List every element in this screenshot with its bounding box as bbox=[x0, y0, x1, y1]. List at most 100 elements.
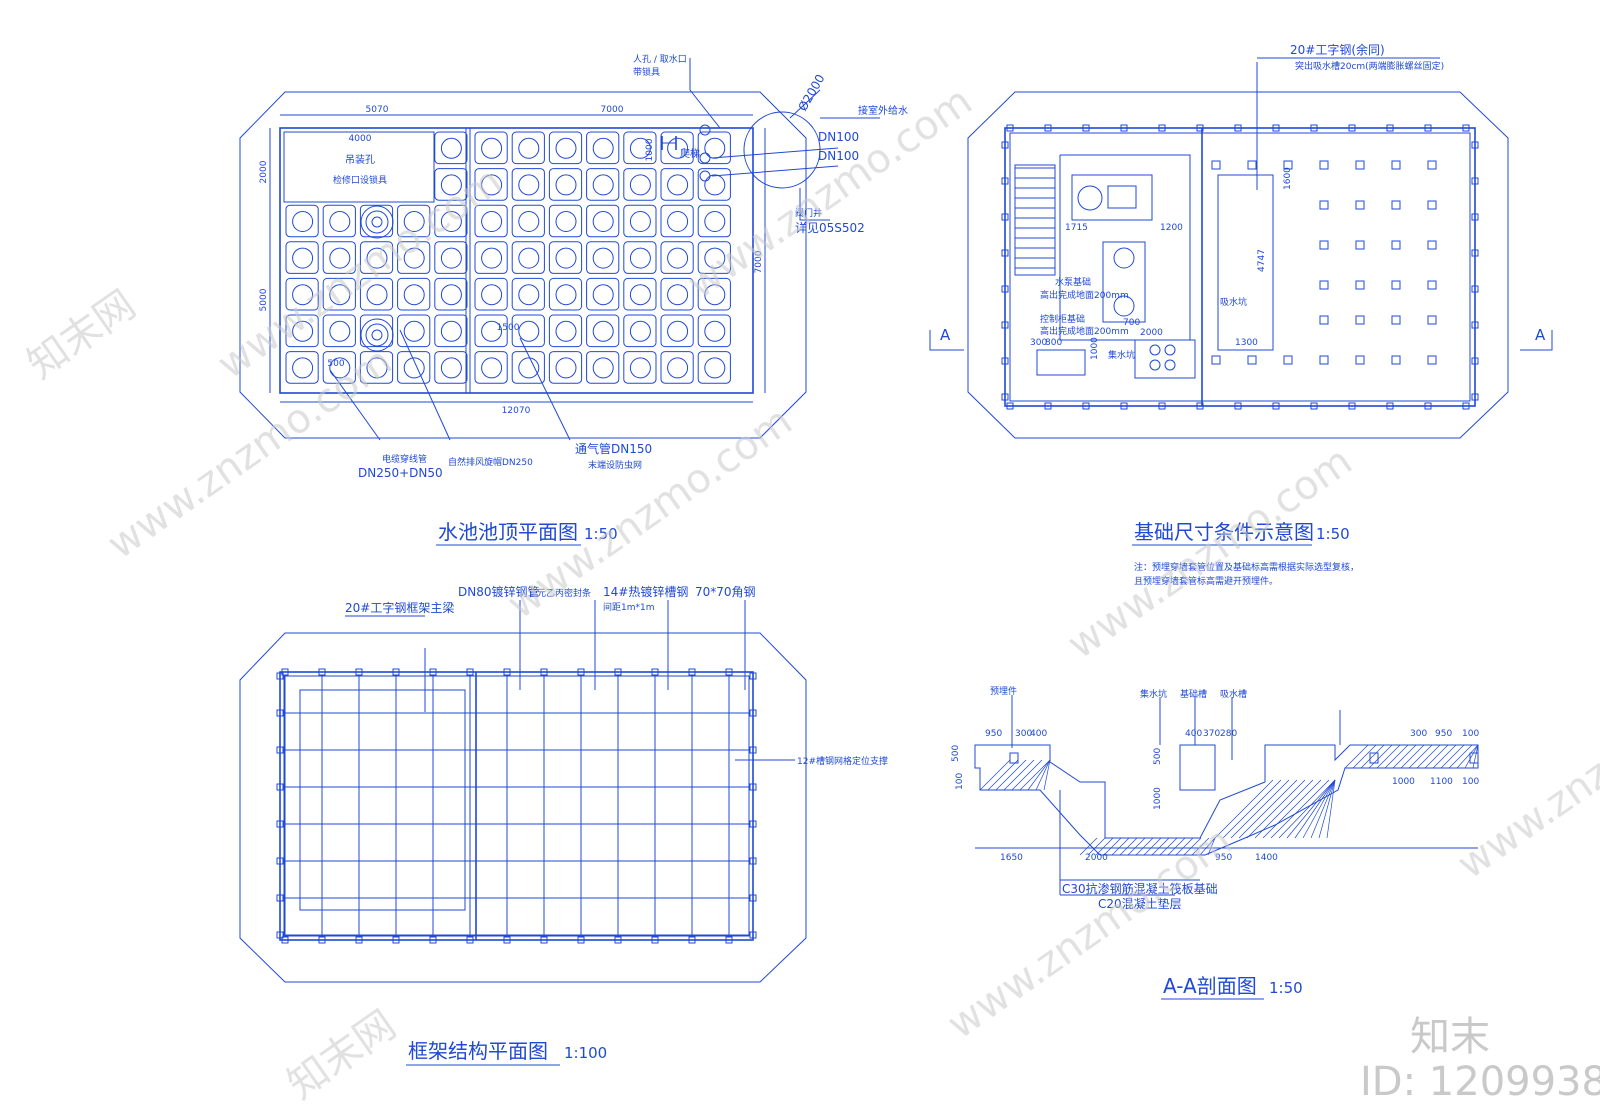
support-pad bbox=[1355, 280, 1365, 290]
pool-cell bbox=[548, 351, 583, 384]
pool-cell bbox=[586, 241, 620, 274]
pool-cell bbox=[474, 168, 508, 201]
pool-cell bbox=[623, 168, 657, 201]
pool-cell bbox=[548, 314, 583, 348]
pool-cell bbox=[434, 314, 468, 348]
sump-pit-label: 集水坑 bbox=[1140, 688, 1167, 700]
pump-base-label: 水泵基础 bbox=[1055, 276, 1091, 288]
section-scale: 1:50 bbox=[1269, 979, 1303, 997]
support-pad bbox=[1391, 160, 1401, 170]
support-pad bbox=[1355, 355, 1365, 365]
valve-pit-circle bbox=[743, 111, 821, 189]
pool-cell-grid bbox=[285, 131, 731, 384]
foundation-plan: A A 20#工字钢(余同) 突出吸水槽20cm(两端膨胀螺丝固定) 水泵基础 … bbox=[929, 42, 1553, 587]
pool-cell bbox=[511, 241, 545, 274]
pool-cell bbox=[511, 277, 545, 311]
pool-cell bbox=[660, 131, 694, 165]
dim-1300: 1300 bbox=[1235, 338, 1258, 348]
support-label: 12#槽钢网格定位支撑 bbox=[797, 755, 888, 767]
support-pad bbox=[1355, 200, 1365, 210]
pool-cell bbox=[586, 277, 620, 311]
support-pad bbox=[1391, 200, 1401, 210]
foundation-frame bbox=[1004, 127, 1476, 407]
sec-dim-400b: 400 bbox=[1185, 729, 1202, 739]
section-mark-right: A bbox=[1535, 326, 1546, 344]
manhole-icon bbox=[699, 124, 711, 136]
section-hatch bbox=[979, 744, 1479, 856]
pool-cell bbox=[697, 351, 731, 384]
frame-outline bbox=[239, 632, 807, 983]
sec-dim-950b: 950 bbox=[1435, 729, 1452, 739]
pool-roof-title: 水池池顶平面图 bbox=[438, 520, 578, 544]
support-pad bbox=[1355, 240, 1365, 250]
support-pad bbox=[1319, 315, 1329, 325]
sec-dim-400: 400 bbox=[1030, 729, 1047, 739]
support-pad bbox=[1391, 355, 1401, 365]
pool-cell bbox=[697, 204, 731, 238]
support-pad bbox=[1427, 280, 1437, 290]
ctrl-base-height: 高出完成地面200mm bbox=[1040, 325, 1129, 337]
support-pad bbox=[1391, 315, 1401, 325]
foundation-note-1: 注：预埋穿墙套管位置及基础标高需根据实际选型复核， bbox=[1134, 561, 1359, 573]
dim-1200: 1200 bbox=[1160, 223, 1183, 233]
c20-label: C20混凝土垫层 bbox=[1098, 896, 1182, 911]
sec-dim-300: 300 bbox=[1015, 729, 1032, 739]
support-pad bbox=[1319, 355, 1329, 365]
pool-cell bbox=[660, 204, 694, 238]
pool-cell bbox=[548, 241, 583, 274]
frame-plan: 20#工字钢框架主梁 DN80镀锌钢管 三元乙丙密封条 14#热镀锌槽钢 间距1… bbox=[239, 584, 888, 1066]
pool-cell bbox=[697, 241, 731, 274]
manhole-icon bbox=[699, 170, 711, 182]
sec-dim-1650: 1650 bbox=[1000, 853, 1023, 863]
hoist-hatch-box bbox=[283, 131, 435, 203]
pool-cell bbox=[434, 351, 468, 384]
diameter-label: Ø2000 bbox=[795, 72, 827, 114]
pool-cell bbox=[474, 131, 508, 165]
sec-dim-950: 950 bbox=[985, 729, 1002, 739]
support-pad bbox=[1247, 355, 1257, 365]
dim-12070: 12070 bbox=[502, 406, 531, 416]
pump-base-2 bbox=[1102, 241, 1146, 323]
main-beam-label: 20#工字钢框架主梁 bbox=[345, 600, 454, 615]
support-pad bbox=[1391, 280, 1401, 290]
ibeam-note-2: 突出吸水槽20cm(两端膨胀螺丝固定) bbox=[1295, 60, 1444, 72]
dn100-a-label: DN100 bbox=[818, 130, 859, 144]
channel14-label: 14#热镀锌槽钢 bbox=[603, 585, 688, 599]
natural-vent-label: 自然排风旋帽DN250 bbox=[448, 456, 533, 468]
pool-cell bbox=[285, 204, 319, 238]
sec-dim-v500b: 500 bbox=[1153, 748, 1163, 765]
pool-cell bbox=[397, 204, 431, 238]
base-slot-label: 基础槽 bbox=[1180, 688, 1207, 700]
pool-cell bbox=[474, 204, 508, 238]
dn100-b-label: DN100 bbox=[818, 149, 859, 163]
watermark-id: ID: 1209938779 bbox=[1360, 1059, 1600, 1105]
pool-cell bbox=[548, 131, 583, 165]
ibeam-note: 20#工字钢(余同) bbox=[1290, 42, 1385, 57]
pool-roof-frame bbox=[279, 127, 754, 394]
ctrl-base-label: 控制柜基础 bbox=[1040, 313, 1085, 325]
pool-cell bbox=[586, 314, 620, 348]
pool-roof-scale: 1:50 bbox=[584, 525, 618, 543]
pool-cell bbox=[359, 277, 394, 311]
ladder-label: 爬梯 bbox=[680, 147, 700, 160]
pool-cell bbox=[511, 314, 545, 348]
pool-cell bbox=[623, 277, 657, 311]
pool-cell bbox=[697, 168, 731, 201]
watermark-site-5: www.znzmo.com bbox=[1059, 438, 1360, 668]
support-pad bbox=[1391, 240, 1401, 250]
support-pad bbox=[1427, 240, 1437, 250]
embed-label: 预埋件 bbox=[990, 685, 1017, 697]
pool-cell bbox=[511, 204, 545, 238]
c30-label: C30抗渗钢筋混凝土筏板基础 bbox=[1062, 881, 1218, 896]
frame-grid bbox=[276, 668, 757, 944]
stair-block bbox=[1014, 164, 1056, 276]
pool-cell bbox=[434, 131, 468, 165]
foundation-title: 基础尺寸条件示意图 bbox=[1134, 520, 1314, 544]
watermark-logo: 知末 bbox=[1410, 1014, 1490, 1060]
dim-800: 800 bbox=[1045, 338, 1062, 348]
pool-cell bbox=[474, 351, 508, 384]
manhole-icon bbox=[699, 152, 711, 164]
support-pad bbox=[1283, 160, 1293, 170]
ref-label: 详见05S502 bbox=[795, 220, 865, 235]
sump bbox=[1134, 339, 1196, 379]
